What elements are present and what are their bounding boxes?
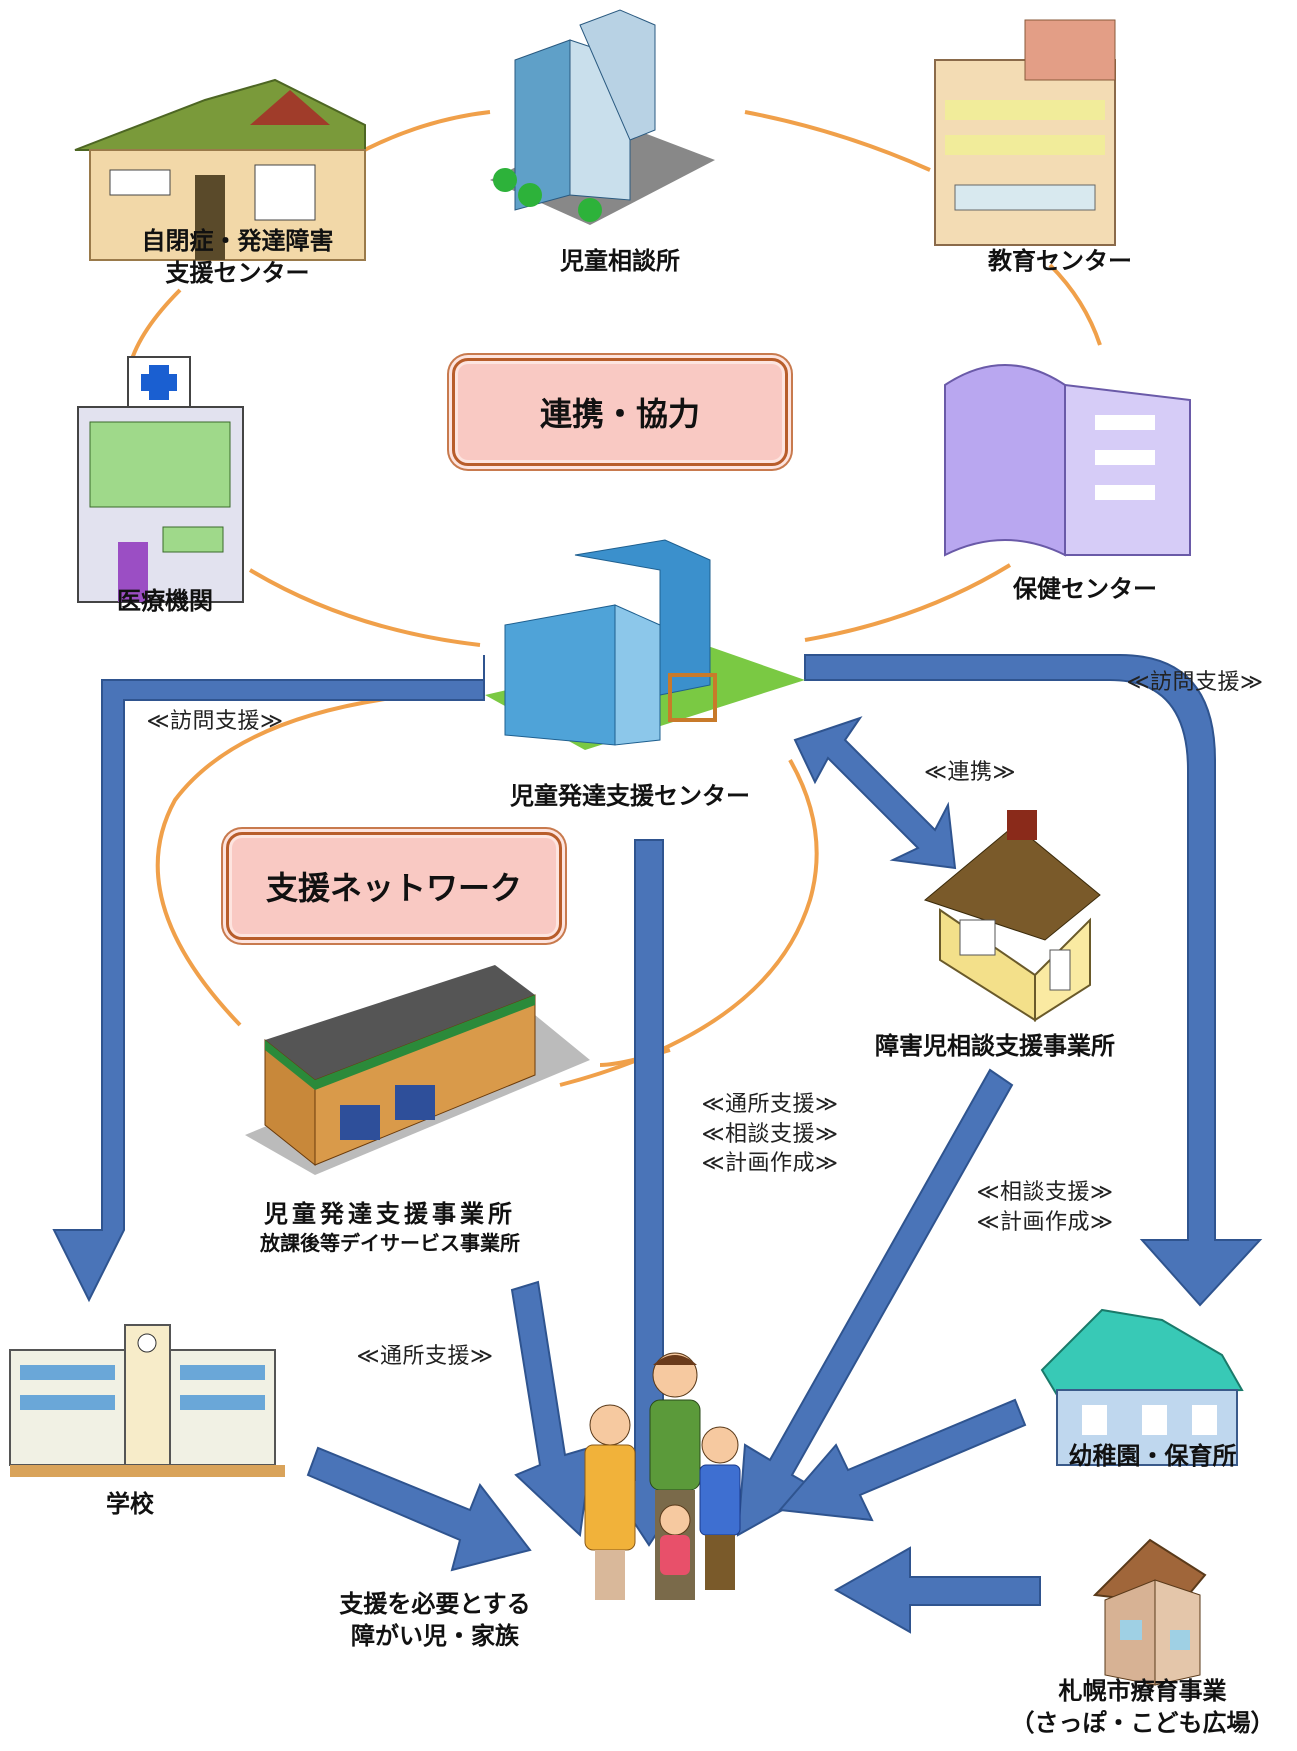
dev-support-office-illustration bbox=[245, 965, 590, 1175]
edge-consult-services: ≪相談支援≫ ≪計画作成≫ bbox=[955, 1178, 1135, 1237]
support-arrows bbox=[52, 654, 1263, 1634]
medical-illustration bbox=[77, 356, 244, 603]
education-center-illustration bbox=[934, 19, 1116, 246]
arrow-cooperation bbox=[793, 716, 957, 870]
edge-day-support: ≪通所支援≫ bbox=[356, 1344, 494, 1369]
edge-visit-left: ≪訪問支援≫ bbox=[146, 709, 284, 734]
edge-consult-services-1: ≪相談支援≫ bbox=[976, 1180, 1114, 1205]
medical-label: 医療機関 bbox=[117, 587, 213, 615]
arrow-office-family bbox=[510, 1280, 594, 1538]
consult-office-illustration bbox=[923, 810, 1101, 1022]
dev-support-center-illustration bbox=[485, 539, 805, 750]
family-label-line2: 障がい児・家族 bbox=[351, 1622, 519, 1651]
autism-center-label-line1: 自閉症・発達障害 bbox=[141, 227, 334, 255]
arrow-visit-school bbox=[52, 655, 485, 1303]
kindergarten-label: 幼稚園・保育所 bbox=[1068, 1442, 1237, 1470]
family-illustration bbox=[584, 1352, 741, 1600]
school-label: 学校 bbox=[106, 1490, 154, 1518]
health-center-label: 保健センター bbox=[1013, 575, 1157, 603]
consult-office-label: 障害児相談支援事業所 bbox=[875, 1032, 1115, 1060]
education-center-label: 教育センター bbox=[988, 247, 1132, 275]
arrow-school-family bbox=[306, 1446, 532, 1572]
sapporo-label-line1: 札幌市療育事業 bbox=[1058, 1677, 1227, 1705]
edge-visit-right: ≪訪問支援≫ bbox=[1126, 670, 1264, 695]
kindergarten-illustration bbox=[1040, 1308, 1244, 1466]
network-label: 支援ネットワーク bbox=[265, 869, 522, 907]
arrow-consult-family bbox=[736, 1068, 1014, 1537]
dev-support-office-label: 児童発達支援事業所 放課後等デイサービス事業所 bbox=[230, 1198, 550, 1257]
autism-center-label-line2: 支援センター bbox=[165, 259, 310, 288]
network-box: 支援ネットワーク bbox=[226, 832, 562, 940]
autism-center-label: 自閉症・発達障害 支援センター bbox=[110, 225, 365, 290]
family-label: 支援を必要とする 障がい児・家族 bbox=[315, 1588, 555, 1653]
family-label-line1: 支援を必要とする bbox=[339, 1590, 531, 1618]
arrow-visit-kindergarten bbox=[804, 654, 1263, 1307]
edge-consult-services-2: ≪計画作成≫ bbox=[976, 1209, 1114, 1235]
arrow-sapporo-family bbox=[833, 1546, 1041, 1634]
dev-support-office-label-line1: 児童発達支援事業所 bbox=[264, 1200, 516, 1228]
edge-center-services-2: ≪相談支援≫ bbox=[701, 1121, 839, 1147]
edge-center-services-3: ≪計画作成≫ bbox=[701, 1151, 839, 1177]
dev-support-office-label-line2: 放課後等デイサービス事業所 bbox=[260, 1231, 520, 1256]
sapporo-illustration bbox=[1092, 1538, 1207, 1686]
child-consult-illustration bbox=[490, 9, 715, 225]
child-consult-label: 児童相談所 bbox=[560, 247, 680, 275]
health-center-illustration bbox=[944, 364, 1191, 557]
hub-cooperation-box: 連携・協力 bbox=[452, 358, 788, 466]
arrow-kinder-family bbox=[778, 1398, 1027, 1522]
edge-center-services: ≪通所支援≫ ≪相談支援≫ ≪計画作成≫ bbox=[680, 1090, 860, 1179]
dev-support-center-label: 児童発達支援センター bbox=[510, 782, 750, 810]
school-illustration bbox=[9, 1324, 285, 1477]
sapporo-label-line2: （さっぽ・こども広場） bbox=[1010, 1709, 1275, 1738]
sapporo-label: 札幌市療育事業 （さっぽ・こども広場） bbox=[995, 1675, 1290, 1740]
edge-center-services-1: ≪通所支援≫ bbox=[701, 1092, 839, 1117]
autism-center-illustration bbox=[74, 78, 366, 261]
hub-cooperation-label: 連携・協力 bbox=[539, 395, 700, 433]
edge-cooperation: ≪連携≫ bbox=[923, 760, 1017, 785]
